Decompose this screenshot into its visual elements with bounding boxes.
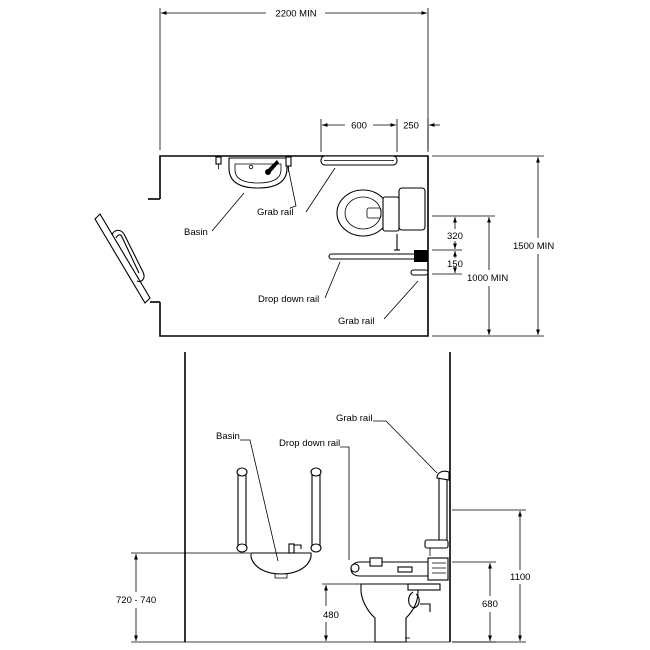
plan-label-basin: Basin (184, 227, 208, 238)
plan-wc-side-rail (394, 234, 400, 251)
svg-text:150: 150 (447, 259, 463, 270)
elev-dim-rail-height: 680 (452, 561, 498, 643)
plan-drop-down-rail (328, 250, 428, 262)
plan-grab-rail-leader-right (305, 167, 336, 213)
plan-grab-rail-top (320, 155, 398, 166)
svg-text:1100: 1100 (510, 572, 530, 583)
plan-label-grab-rail-wall: Grab rail (338, 316, 374, 327)
plan-dim-wc-centre: 1000 MIN (432, 215, 508, 335)
elev-label-basin: Basin (216, 431, 240, 442)
plan-wall-grab-rail (410, 269, 429, 276)
svg-text:250: 250 (403, 121, 419, 132)
svg-text:320: 320 (447, 231, 463, 242)
elev-dim-basin-height: 720 - 740 (116, 552, 250, 643)
elev-wall-grab-rail (424, 470, 450, 556)
svg-text:2200 MIN: 2200 MIN (275, 9, 316, 20)
plan-wall-outline (159, 155, 429, 337)
plan-label-drop-down-rail: Drop down rail (258, 294, 319, 305)
elev-basin-rail-right (310, 467, 322, 553)
elev-basin (250, 543, 312, 579)
plan-dim-rail-length: 600 (320, 119, 398, 152)
plan-label-grab-rail-top: Grab rail (257, 207, 293, 218)
elev-dim-seat-height: 480 (322, 583, 358, 641)
plan-dim-rail-offset: 250 (403, 119, 440, 152)
plan-view: Basin Grab rail Drop down rail Grab rail… (94, 8, 554, 337)
plan-wc (336, 187, 426, 237)
elev-label-grab-rail: Grab rail (336, 413, 372, 424)
svg-text:1000 MIN: 1000 MIN (467, 273, 508, 284)
svg-text:480: 480 (323, 610, 339, 621)
elev-label-drop-down-rail: Drop down rail (279, 438, 340, 449)
elev-dim-grab-rail-height: 1100 (452, 509, 530, 643)
plan-dim-rail-gaps: 320 150 (432, 217, 463, 275)
plan-wall-grab-rail-leader (383, 280, 419, 320)
plan-dim-room-depth: 1500 MIN (432, 155, 554, 337)
elev-drop-down-rail (350, 557, 449, 581)
plan-door (94, 213, 151, 304)
plan-basin-leader (211, 192, 245, 232)
elev-wc (356, 583, 441, 643)
plan-dim-overall-width: 2200 MIN (159, 8, 429, 150)
elev-basin-leader (240, 439, 279, 562)
svg-text:680: 680 (482, 599, 498, 610)
plan-drop-down-rail-leader (324, 261, 341, 299)
elev-basin-rail-left (236, 467, 248, 553)
plan-basin (228, 157, 288, 189)
elev-drop-down-rail-leader (340, 446, 350, 560)
svg-text:1500 MIN: 1500 MIN (513, 241, 554, 252)
elev-grab-rail-leader (373, 420, 438, 474)
svg-text:600: 600 (351, 121, 367, 132)
plan-grab-rail-leader-left (287, 166, 297, 209)
svg-text:720 - 740: 720 - 740 (116, 595, 156, 606)
elevation-view: Basin Drop down rail Grab rail 720 - 740… (116, 352, 530, 643)
